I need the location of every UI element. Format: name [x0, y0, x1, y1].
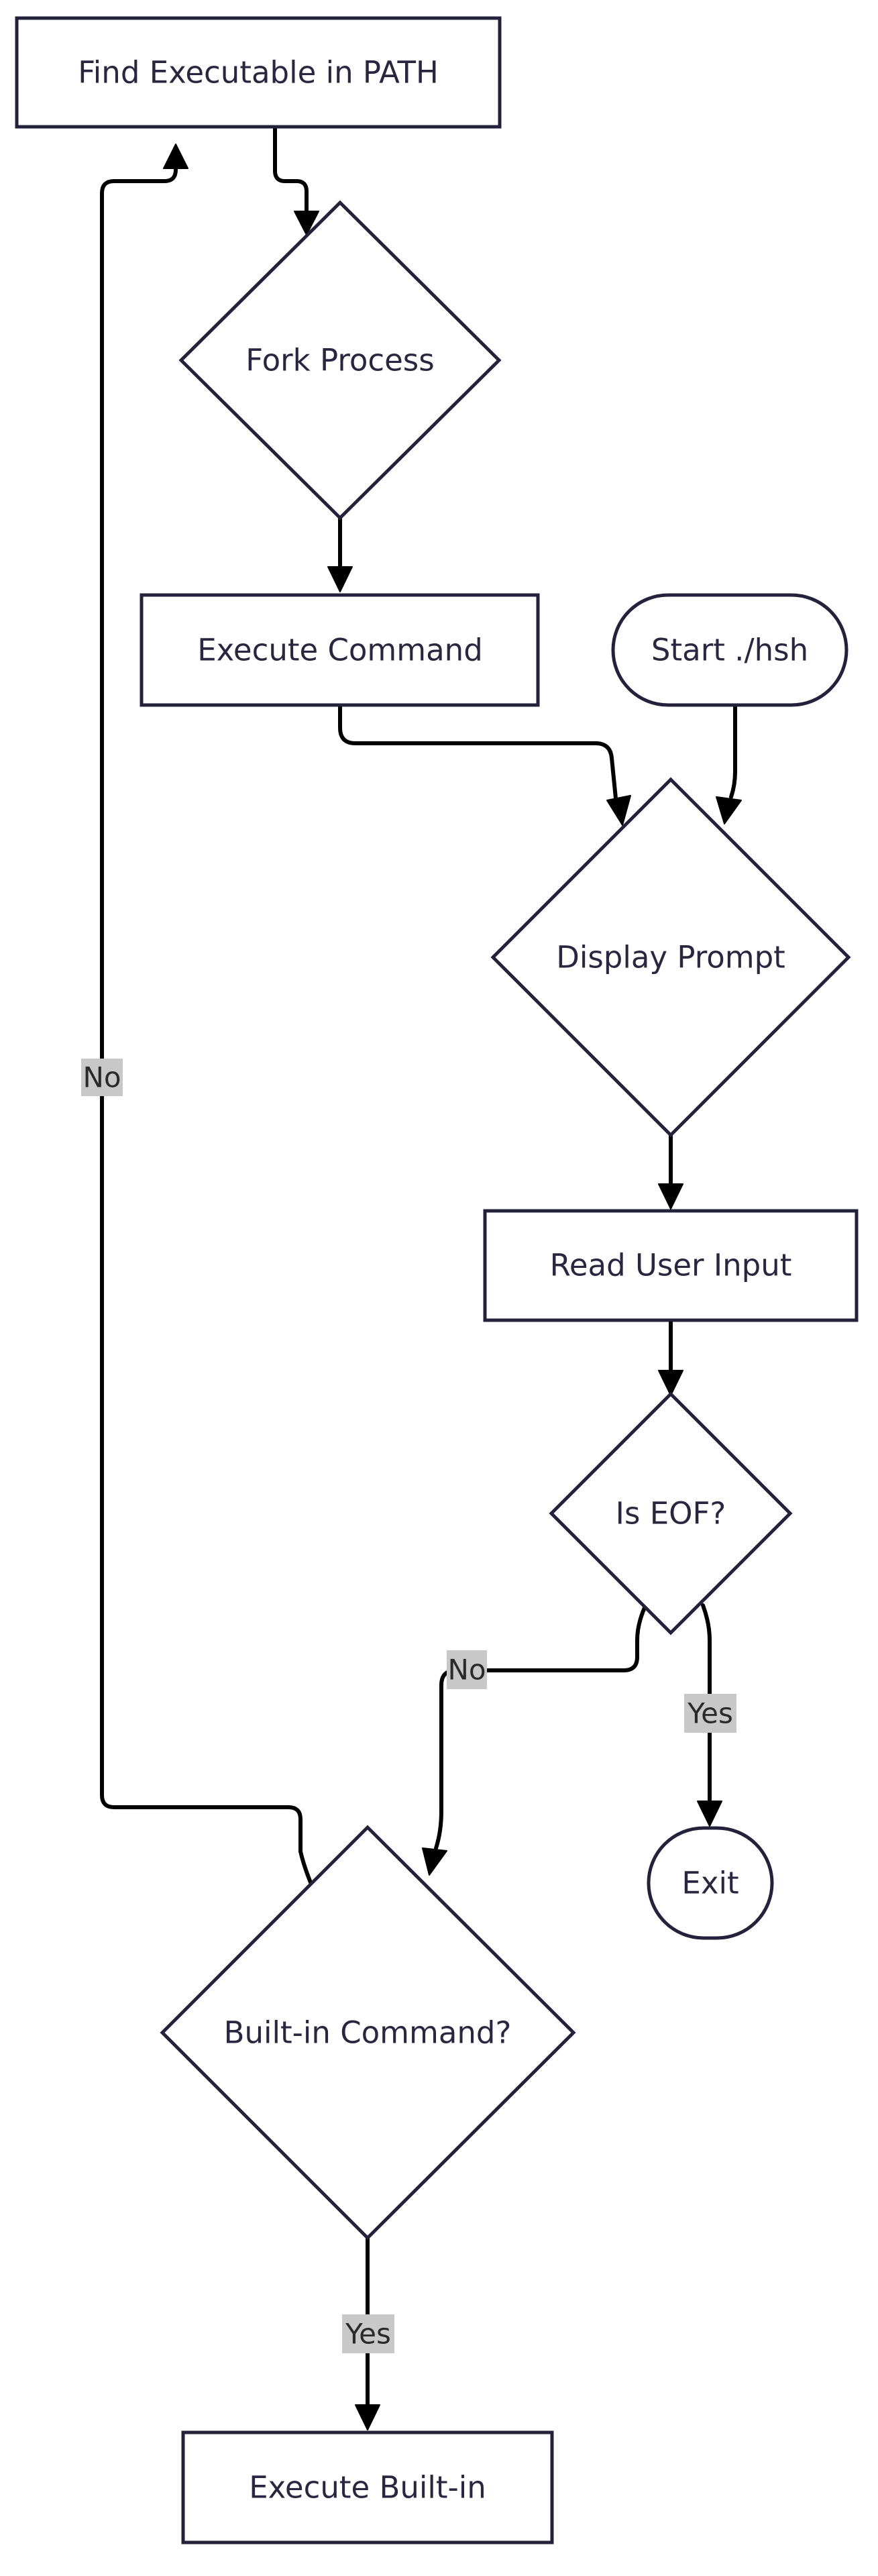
node-exit-label: Exit	[681, 1866, 738, 1901]
node-exit-pill	[647, 1826, 774, 1940]
node-execute-builtin: Execute Built-in	[181, 2430, 554, 2544]
node-find-executable-box	[15, 16, 502, 129]
node-start-pill	[611, 593, 848, 707]
node-find-executable: Find Executable in PATH	[15, 16, 502, 129]
node-read-input-box	[483, 1209, 859, 1322]
edge-builtin-to-exec-builtin-arrowhead	[355, 2404, 380, 2430]
node-execute-command-box	[140, 593, 540, 707]
edge-eof-to-exit-arrowhead	[697, 1801, 722, 1827]
node-display-prompt-label: Display Prompt	[556, 940, 785, 975]
node-is-eof-label: Is EOF?	[616, 1496, 726, 1532]
edge-execute-to-prompt	[338, 704, 618, 800]
node-fork-process: Fork Process	[178, 200, 502, 521]
node-builtin-command: Built-in Command?	[160, 1825, 576, 2241]
node-execute-builtin-box	[181, 2430, 554, 2544]
node-builtin-command-diamond	[160, 1825, 576, 2241]
edge-fork-to-execute-arrowhead	[327, 566, 353, 592]
node-is-eof: Is EOF?	[549, 1391, 793, 1635]
edge-find-to-fork-arrowhead	[294, 211, 319, 235]
edge-find-to-fork	[273, 125, 309, 213]
edge-eof-to-builtin	[434, 1603, 648, 1850]
edge-start-to-prompt-arrowhead	[716, 796, 742, 824]
nodes: Find Executable in PATH Fork Process Exe…	[15, 16, 859, 2544]
node-builtin-command-label: Built-in Command?	[224, 2015, 512, 2051]
label-builtin-no-background	[81, 1059, 123, 1096]
label-eof-no-background	[447, 1650, 487, 1689]
node-display-prompt-diamond	[490, 777, 851, 1138]
label-eof-yes: Yes	[687, 1697, 733, 1730]
edge-read-to-eof-arrowhead	[658, 1370, 683, 1396]
node-read-input-label: Read User Input	[550, 1248, 792, 1283]
node-find-executable-label: Find Executable in PATH	[78, 55, 439, 91]
label-builtin-yes: Yes	[345, 2318, 391, 2351]
label-eof-yes-background	[684, 1694, 736, 1733]
node-start: Start ./hsh	[611, 593, 848, 707]
node-fork-process-diamond	[178, 200, 502, 521]
edge-eof-to-builtin-arrowhead	[422, 1847, 447, 1876]
node-execute-builtin-label: Execute Built-in	[249, 2470, 486, 2506]
node-read-input: Read User Input	[483, 1209, 859, 1322]
edge-builtin-to-find	[100, 168, 319, 1898]
label-builtin-yes-background	[342, 2314, 394, 2353]
label-eof-no: No	[447, 1654, 486, 1686]
label-builtin-no: No	[83, 1061, 121, 1094]
node-exit: Exit	[647, 1826, 774, 1940]
node-is-eof-diamond	[549, 1391, 793, 1635]
node-display-prompt: Display Prompt	[490, 777, 851, 1138]
node-start-label: Start ./hsh	[651, 633, 808, 668]
edge-prompt-to-read-arrowhead	[658, 1183, 683, 1210]
edge-execute-to-prompt-arrowhead	[606, 795, 631, 826]
node-execute-command: Execute Command	[140, 593, 540, 707]
node-execute-command-label: Execute Command	[197, 633, 483, 668]
edge-eof-to-exit	[701, 1603, 712, 1803]
edge-start-to-prompt	[729, 704, 737, 799]
edge-labels: No No Yes Yes	[81, 1059, 736, 2353]
edge-builtin-to-find-arrowhead	[163, 144, 188, 169]
edges	[100, 125, 742, 2430]
node-fork-process-label: Fork Process	[245, 343, 434, 378]
